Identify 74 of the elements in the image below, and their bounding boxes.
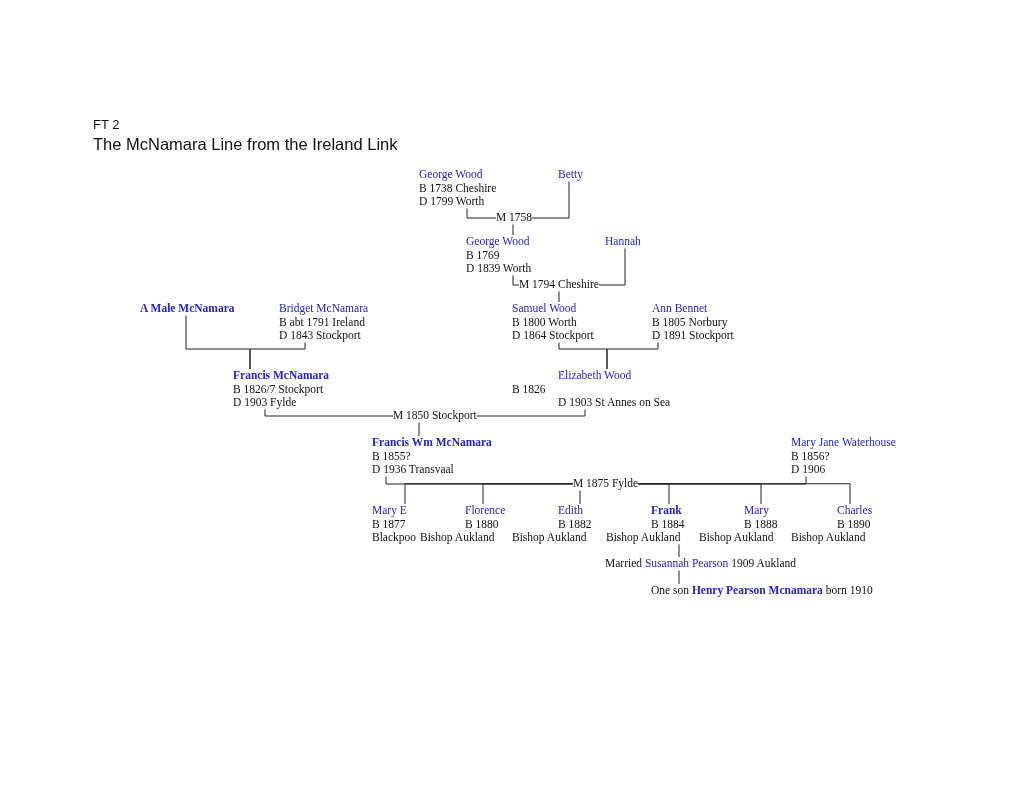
person-name: Francis Wm McNamara <box>372 436 492 450</box>
connector-line <box>264 409 394 417</box>
life-detail: B 1884 <box>650 517 685 531</box>
life-detail: B 1826/7 Stockport <box>233 382 325 396</box>
person-name: Elizabeth Wood <box>557 369 633 383</box>
life-detail: D 1906 <box>791 463 827 477</box>
life-detail: Bishop Aukland <box>606 531 682 545</box>
connector-line <box>249 342 306 370</box>
marriage-label: M 1850 Stockport <box>393 409 477 423</box>
life-detail: Bishop Aukland <box>512 531 588 545</box>
life-detail: B abt 1791 Ireland <box>279 315 366 329</box>
person-name: Francis McNamara <box>233 369 330 383</box>
person-name: Hannah <box>605 235 641 249</box>
life-detail: Blackpoo <box>372 531 417 545</box>
person-name: Samuel Wood <box>512 302 578 316</box>
connector-line <box>482 483 574 505</box>
person-name: Florence <box>464 504 506 518</box>
connector-line <box>678 544 680 558</box>
life-detail: Bishop Aukland <box>791 531 867 545</box>
life-detail: D 1799 Worth <box>419 195 486 209</box>
note-text: Married Susannah Pearson 1909 Aukland <box>605 557 797 571</box>
connector-line <box>512 275 520 286</box>
life-detail: D 1891 Stockport <box>652 329 734 343</box>
life-detail: B 1890 <box>836 517 872 531</box>
connector-line <box>531 181 570 219</box>
connector-line <box>418 422 420 437</box>
page-label: FT 2 <box>93 117 120 132</box>
life-detail: D 1936 Transvaal <box>372 463 455 477</box>
life-detail: D 1864 Stockport <box>512 329 594 343</box>
person-name: Mary <box>743 504 770 518</box>
life-detail: B 1888 <box>743 517 778 531</box>
connector-line <box>476 409 586 417</box>
connector-line <box>598 248 626 286</box>
life-detail: B 1877 <box>372 517 407 531</box>
page-title: The McNamara Line from the Ireland Link <box>93 135 398 154</box>
life-detail: Bishop Aukland <box>699 531 775 545</box>
life-detail: B 1738 Cheshire <box>419 181 497 195</box>
life-detail: B 1880 <box>464 517 500 531</box>
life-detail: D 1903 St Annes on Sea <box>557 396 671 410</box>
person-name: Mary E <box>372 504 408 518</box>
marriage-label: M 1875 Fylde <box>573 477 639 491</box>
connector-line <box>385 476 574 485</box>
life-detail: B 1800 Worth <box>512 315 578 329</box>
connector-line <box>579 490 581 505</box>
connector-line <box>606 342 659 370</box>
person-name: Bridget McNamara <box>279 302 369 316</box>
note-text: One son Henry Pearson Mcnamara born 1910 <box>651 584 873 598</box>
connector-line <box>678 570 680 585</box>
life-detail: B 1856? <box>791 449 831 463</box>
marriage-label: M 1794 Cheshire <box>519 278 599 292</box>
person-name: Ann Bennet <box>652 302 709 316</box>
person-name: Edith <box>557 504 584 518</box>
person-name: Charles <box>836 504 873 518</box>
life-detail: D 1843 Stockport <box>279 329 362 343</box>
life-detail: Bishop Aukland <box>420 531 496 545</box>
person-name: Betty <box>558 168 583 182</box>
person-name: A Male McNamara <box>140 302 235 316</box>
life-detail: B 1882 <box>557 517 592 531</box>
life-detail: B 1805 Norbury <box>652 315 729 329</box>
connector-line <box>512 224 514 236</box>
connector-line <box>466 208 497 219</box>
life-detail: B 1769 <box>466 248 501 262</box>
life-detail: D 1903 Fylde <box>233 396 298 410</box>
connector-line <box>637 483 851 505</box>
life-detail: B 1826 <box>512 382 547 396</box>
marriage-label: M 1758 <box>496 211 533 225</box>
person-name: George Wood <box>466 235 531 249</box>
life-detail: D 1839 Worth <box>466 262 532 276</box>
person-name: Mary Jane Waterhouse <box>791 436 896 450</box>
person-name: George Wood <box>419 168 484 182</box>
connector-line <box>637 476 807 485</box>
person-name: Frank <box>650 504 683 518</box>
life-detail: B 1855? <box>372 449 412 463</box>
connector-line <box>558 291 560 303</box>
